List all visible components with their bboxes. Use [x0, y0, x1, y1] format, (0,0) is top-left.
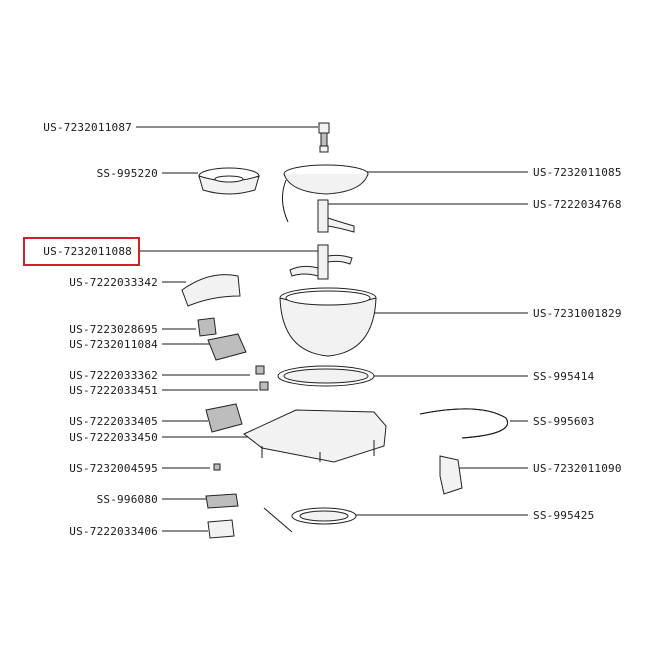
- part-base-housing: [243, 409, 387, 463]
- part-label-left[interactable]: US-7222033342: [69, 276, 158, 289]
- part-label-right[interactable]: SS-995425: [533, 509, 595, 522]
- part-label-right[interactable]: US-7222034768: [533, 198, 622, 211]
- part-paddle-upper: [317, 199, 355, 233]
- part-label-left[interactable]: SS-996080: [96, 493, 158, 506]
- leader-lines-right: [328, 171, 528, 516]
- part-switch-bracket: [439, 455, 463, 495]
- part-label-right[interactable]: US-7231001829: [533, 307, 622, 320]
- part-inner-bowl: [279, 287, 377, 357]
- part-label-right[interactable]: SS-995603: [533, 415, 595, 428]
- part-label-right[interactable]: US-7232011090: [533, 462, 622, 475]
- part-label-left[interactable]: US-7223028695: [69, 323, 158, 336]
- part-steam-basket: [198, 167, 260, 195]
- part-paddle-selected: [289, 244, 353, 280]
- part-label-right[interactable]: US-7232011085: [533, 166, 622, 179]
- part-bracket: [207, 519, 235, 539]
- leader-lines-left: [136, 126, 318, 532]
- part-lid-ring: [282, 164, 369, 223]
- selected-part-highlight: [23, 237, 140, 266]
- part-filter-pad: [197, 317, 217, 337]
- part-hose: [419, 408, 508, 439]
- part-label-left[interactable]: US-7222033450: [69, 431, 158, 444]
- part-label-left[interactable]: US-7222033406: [69, 525, 158, 538]
- part-label-left[interactable]: US-7232004595: [69, 462, 158, 475]
- part-valve-stem: [318, 122, 330, 153]
- part-label-selected[interactable]: US-7232011088: [43, 245, 132, 258]
- part-sensor: [213, 463, 221, 471]
- part-label-right[interactable]: SS-995414: [533, 370, 595, 383]
- part-label-left[interactable]: US-7222033362: [69, 369, 158, 382]
- part-clips: [255, 365, 269, 391]
- part-label-left[interactable]: US-7222033405: [69, 415, 158, 428]
- part-heater-ring: [277, 365, 375, 387]
- part-control-module: [205, 403, 243, 433]
- part-foot-plate: [291, 507, 357, 525]
- part-plate: [205, 493, 239, 509]
- part-hinge-block: [207, 333, 247, 361]
- part-rod: [263, 507, 293, 533]
- part-label-left[interactable]: US-7222033451: [69, 384, 158, 397]
- part-label-left[interactable]: SS-995220: [96, 167, 158, 180]
- part-label-left[interactable]: US-7232011087: [43, 121, 132, 134]
- part-side-cover: [181, 274, 241, 307]
- part-label-left[interactable]: US-7232011084: [69, 338, 158, 351]
